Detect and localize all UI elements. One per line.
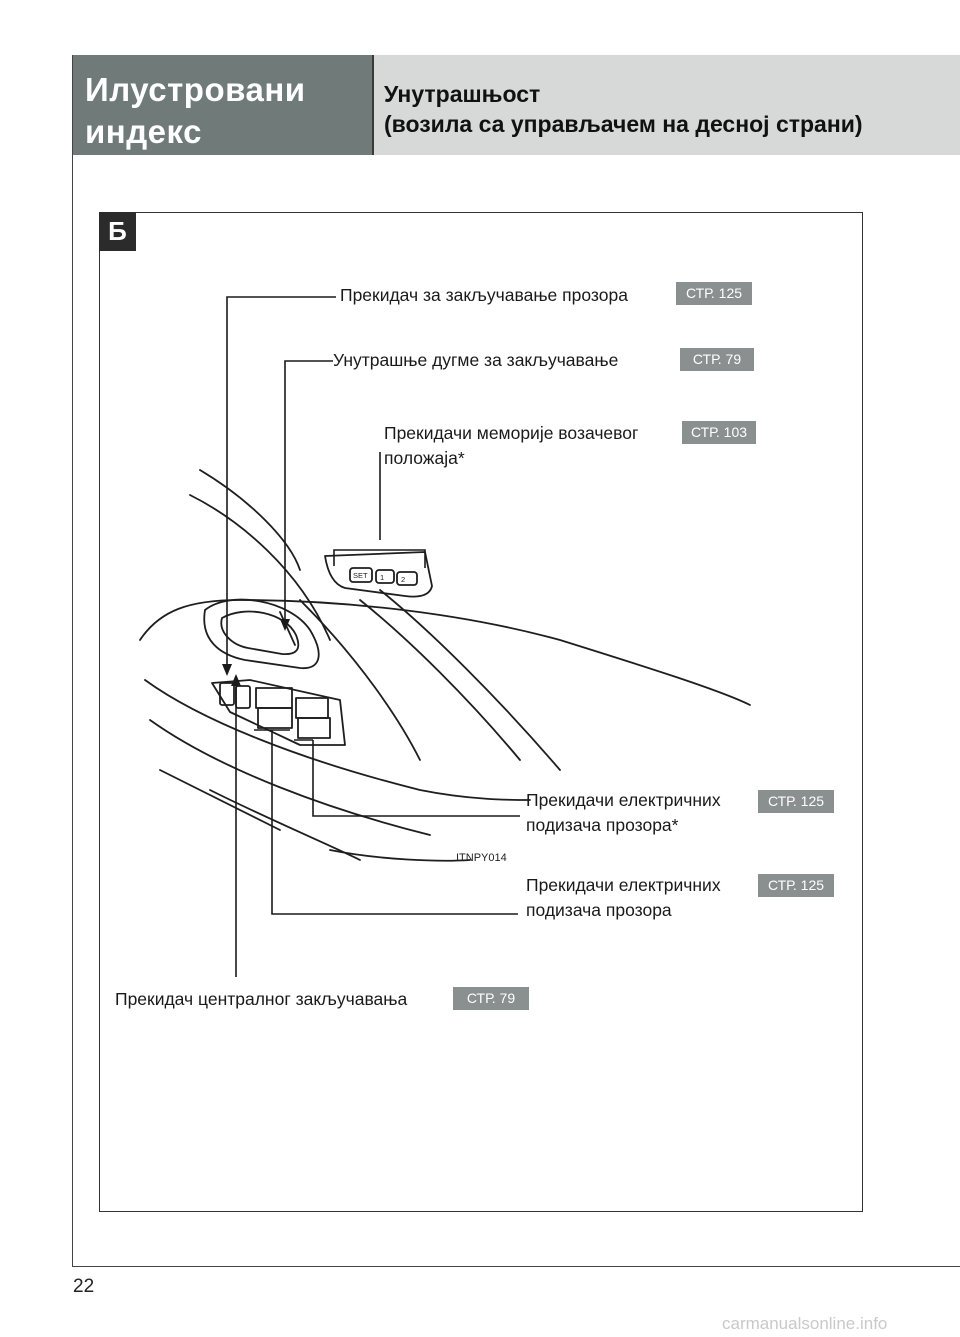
- page-number: 22: [73, 1276, 95, 1297]
- callout-power-window-label-line1: Прекидачи електричних: [526, 875, 721, 895]
- page-title-line2: (возила са управљачем на десној страни): [384, 111, 863, 137]
- section-header: Илустровани индекс: [73, 55, 372, 155]
- page-frame-left: [72, 55, 73, 1267]
- page-title-line1: Унутрашњост: [384, 81, 541, 107]
- callout-window-lock-page-ref[interactable]: СТР. 125: [676, 282, 752, 305]
- memory-set-button: SET: [353, 571, 368, 580]
- section-title-line1: Илустровани: [85, 71, 306, 108]
- callout-power-window-page-ref[interactable]: СТР. 125: [758, 874, 834, 897]
- illustration-code: ITNPY014: [456, 852, 507, 864]
- panel-label: Б: [99, 212, 136, 251]
- callout-inside-lock-label: Унутрашње дугме за закључавање: [333, 350, 619, 370]
- section-title-line2: индекс: [85, 113, 202, 150]
- callout-power-window-opt-label-line1: Прекидачи електричних: [526, 790, 721, 810]
- memory-2-button: 2: [401, 575, 405, 584]
- page-frame-bottom: [72, 1266, 960, 1267]
- callout-central-lock-label: Прекидач централног закључавања: [115, 989, 408, 1009]
- page-title: Унутрашњост (возила са управљачем на дес…: [374, 55, 960, 155]
- callout-power-window-label-line2: подизача прозора: [526, 900, 672, 920]
- callout-inside-lock-page-ref[interactable]: СТР. 79: [680, 348, 754, 371]
- header-divider: [372, 55, 374, 155]
- callout-window-lock-label: Прекидач за закључавање прозора: [340, 285, 628, 305]
- watermark: carmanualsonline.info: [722, 1314, 888, 1333]
- callout-central-lock-page-ref[interactable]: СТР. 79: [453, 987, 529, 1010]
- callout-memory-label-line2: положаја*: [384, 448, 465, 468]
- callout-memory-page-ref[interactable]: СТР. 103: [682, 421, 756, 444]
- callout-power-window-opt-page-ref[interactable]: СТР. 125: [758, 790, 834, 813]
- callout-memory-label-line1: Прекидачи меморије возачевог: [384, 423, 639, 443]
- callout-power-window-opt-label-line2: подизача прозора*: [526, 815, 679, 835]
- memory-1-button: 1: [380, 573, 384, 582]
- illustration-panel: [99, 212, 863, 1212]
